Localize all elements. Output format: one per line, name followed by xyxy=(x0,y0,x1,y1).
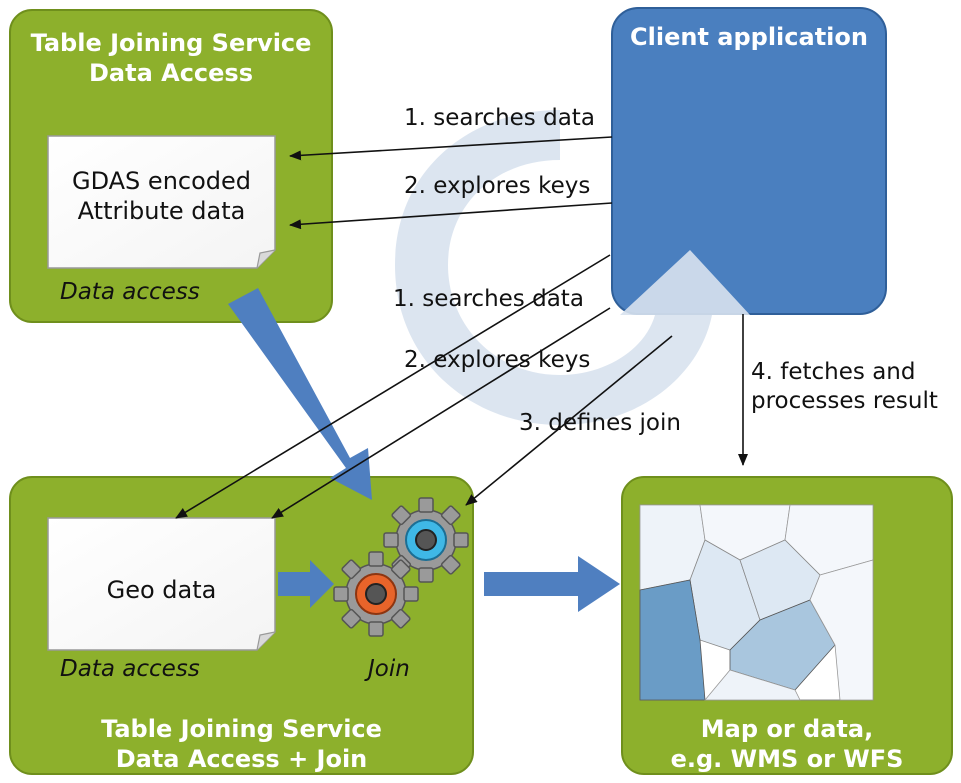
flow-arrow-join-to-result xyxy=(484,556,620,612)
label-top-searches-data: 1. searches data xyxy=(404,105,595,131)
label-fetches-result: 4. fetches and processes result xyxy=(751,358,938,416)
cycle-arrow-icon xyxy=(395,110,750,425)
gdas-doc-line2: Attribute data xyxy=(77,197,246,225)
client-application-box xyxy=(611,7,887,315)
gear-blue-icon xyxy=(383,497,469,583)
label-mid-searches-data: 1. searches data xyxy=(393,286,584,312)
bottom-box-title-line2: Data Access + Join xyxy=(115,745,368,773)
top-box-title: Table Joining Service Data Access xyxy=(10,28,332,88)
map-thumbnail-icon xyxy=(639,504,874,701)
gdas-document-icon xyxy=(47,135,276,269)
arrow-top-searches xyxy=(289,136,613,161)
label-mid-explores-keys: 2. explores keys xyxy=(404,347,591,373)
geo-document-text: Geo data xyxy=(106,576,217,604)
result-box-title-line2: e.g. WMS or WFS xyxy=(670,745,904,773)
bottom-data-access-caption: Data access xyxy=(60,656,200,682)
result-box-title-line1: Map or data, xyxy=(700,715,874,743)
top-data-access-caption: Data access xyxy=(60,279,200,305)
bottom-box-title-line1: Table Joining Service xyxy=(101,715,382,743)
top-box-title-line2: Data Access xyxy=(88,59,253,87)
arrow-defines-join xyxy=(465,335,673,506)
arrow-mid-searches xyxy=(175,254,611,519)
join-caption: Join xyxy=(368,656,410,682)
label-fetches-line2: processes result xyxy=(751,388,938,414)
geo-document-icon xyxy=(47,517,276,651)
arrow-top-explores xyxy=(289,202,613,230)
label-fetches-line1: 4. fetches and xyxy=(751,359,916,385)
gdas-document-text: GDAS encoded Attribute data xyxy=(48,166,275,226)
result-box-title: Map or data, e.g. WMS or WFS xyxy=(622,714,952,774)
flow-arrow-geo-to-join xyxy=(278,560,334,608)
top-box-title-line1: Table Joining Service xyxy=(30,29,312,57)
label-top-explores-keys: 2. explores keys xyxy=(404,173,591,199)
gear-orange-icon xyxy=(333,551,419,637)
label-defines-join: 3. defines join xyxy=(519,410,681,436)
client-application-title: Client application xyxy=(630,23,868,51)
arrow-mid-explores xyxy=(271,307,611,519)
gdas-doc-line1: GDAS encoded xyxy=(71,167,252,195)
bottom-box-title: Table Joining Service Data Access + Join xyxy=(10,714,473,774)
flow-arrow-data-to-join xyxy=(228,288,372,500)
